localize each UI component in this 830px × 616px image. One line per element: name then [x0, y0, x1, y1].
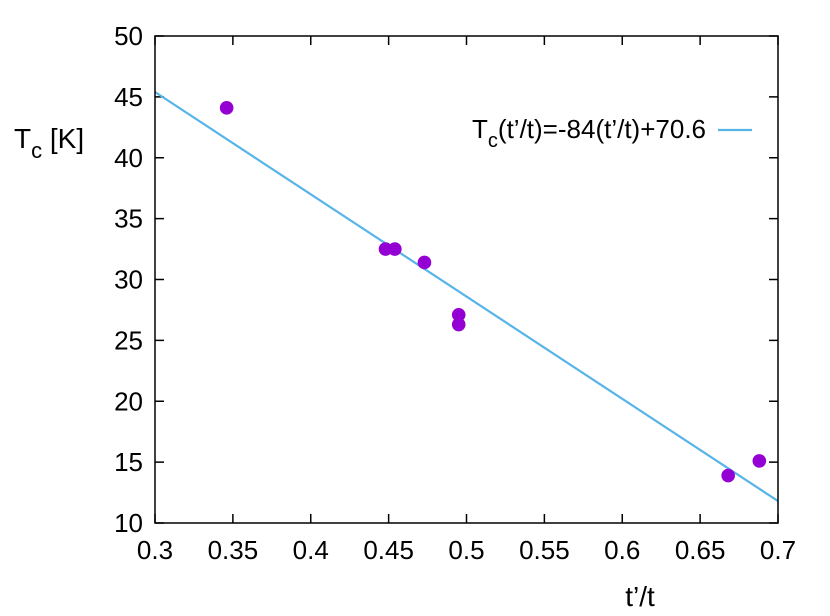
legend-label-main: T — [472, 114, 488, 144]
y-tick-label: 50 — [114, 21, 143, 51]
data-point — [721, 468, 735, 483]
data-point — [388, 242, 402, 256]
y-axis-label-subscript: c — [31, 138, 42, 163]
legend: Tc(t’/t)=-84(t’/t)+70.6 — [472, 114, 752, 152]
y-tick-label: 25 — [114, 325, 143, 355]
plot-frame — [154, 35, 779, 524]
points-layer — [219, 101, 767, 483]
y-tick-label: 10 — [114, 508, 143, 538]
x-tick-label: 0.35 — [208, 535, 259, 565]
y-tick-label: 20 — [114, 386, 143, 416]
legend-label-subscript: c — [488, 130, 498, 152]
x-tick-label: 0.4 — [293, 535, 329, 565]
y-axis-label-main: T — [14, 123, 31, 154]
x-tick-label: 0.55 — [519, 535, 570, 565]
fit-line-layer — [154, 91, 779, 503]
x-tick-label: 0.45 — [363, 535, 414, 565]
data-point — [378, 242, 393, 256]
ticks-layer: 0.3 0.35 0.4 0.45 0.5 0.55 0.6 0.65 0.7 10 15 20 25 3… — [114, 21, 796, 565]
data-point — [451, 317, 466, 332]
x-tick-label: 0.5 — [448, 535, 484, 565]
x-tick-label: 0.6 — [604, 535, 640, 565]
y-tick-label: 15 — [114, 447, 143, 477]
y-tick-label: 45 — [114, 82, 143, 112]
data-point — [219, 101, 234, 115]
x-tick-label: 0.65 — [675, 535, 726, 565]
x-axis-label: t’/t — [625, 581, 655, 612]
legend-label-rest: (t’/t)=-84(t’/t)+70.6 — [498, 114, 706, 144]
x-tick-label: 0.7 — [760, 535, 796, 565]
data-point — [451, 308, 466, 322]
data-point — [417, 255, 432, 270]
y-tick-label: 30 — [114, 265, 143, 295]
y-tick-label: 35 — [114, 204, 143, 234]
y-axis-label: Tc [K] — [14, 123, 84, 163]
data-point — [752, 454, 767, 468]
y-tick-label: 40 — [114, 143, 143, 173]
legend-label: Tc(t’/t)=-84(t’/t)+70.6 — [472, 114, 706, 152]
y-axis-label-rest: [K] — [42, 123, 84, 154]
fit-line — [154, 91, 779, 503]
x-tick-label: 0.3 — [137, 535, 173, 565]
